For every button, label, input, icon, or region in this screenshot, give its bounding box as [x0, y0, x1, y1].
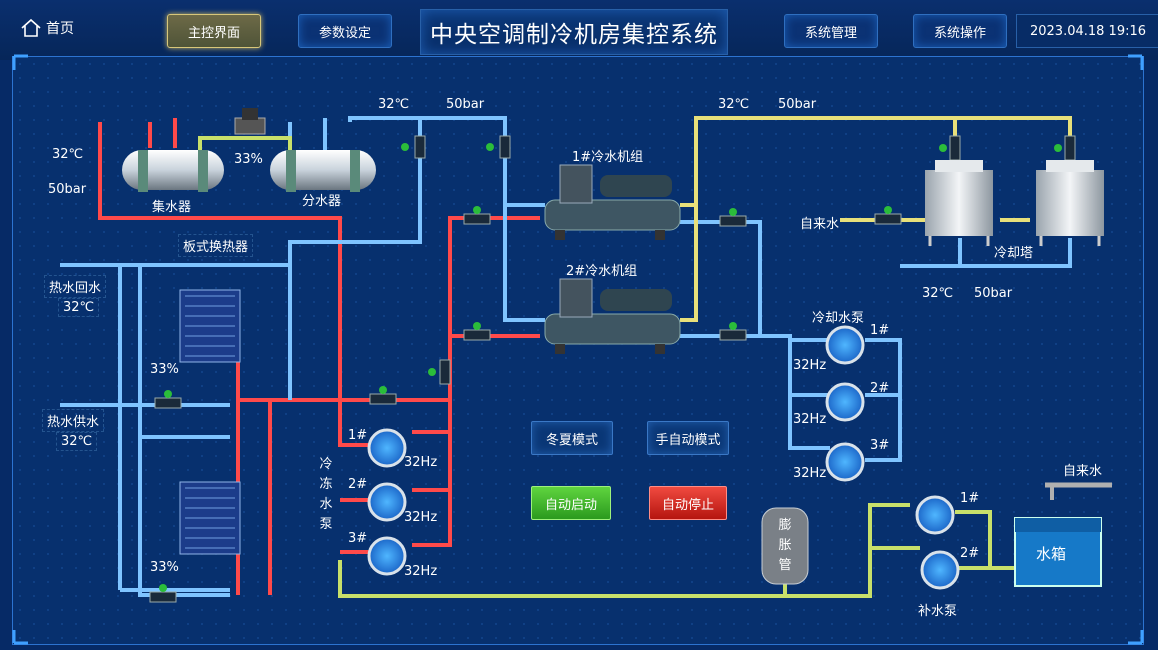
chilled-pump2-num: 2#: [348, 477, 368, 492]
auto-start-button[interactable]: 自动启动: [531, 486, 611, 520]
cooling-pump1-num: 1#: [870, 323, 890, 338]
chilled-pump2-freq: 32Hz: [404, 510, 438, 525]
nav-parameter-settings[interactable]: 参数设定: [298, 14, 392, 48]
cooling-supply-pressure: 50bar: [778, 97, 817, 112]
chilled-supply-temp: 32℃: [378, 97, 410, 112]
cooling-pump2-num: 2#: [870, 381, 890, 396]
valve-group: [149, 108, 1076, 603]
season-mode-button[interactable]: 冬夏模式: [531, 421, 613, 455]
hot-return-temp: 32℃: [58, 298, 100, 317]
cooling-return-pressure: 50bar: [974, 286, 1013, 301]
cooling-pump1-freq: 32Hz: [793, 358, 827, 373]
cooling-pump3-freq: 32Hz: [793, 466, 827, 481]
hx2-valve-pct: 33%: [150, 560, 179, 575]
chilled-supply-pressure: 50bar: [446, 97, 485, 112]
chiller-1-drawing: [544, 164, 681, 240]
home-icon: [21, 18, 41, 37]
nav-system-management[interactable]: 系统管理: [784, 14, 878, 48]
hx1-valve-pct: 33%: [150, 362, 179, 377]
expansion-tank-drawing: [761, 507, 809, 585]
makeup-pump2-num: 2#: [960, 546, 980, 561]
chiller1-label: 1#冷水机组: [572, 150, 644, 165]
collector-tank-drawing: [122, 150, 224, 192]
cooling-return-temp: 32℃: [922, 286, 954, 301]
page-title: 中央空调制冷机房集控系统: [420, 9, 728, 55]
chilled-pump3-num: 3#: [348, 531, 368, 546]
water-tank-label: 水箱: [1036, 545, 1067, 563]
hot-supply-label: 热水供水: [42, 409, 105, 432]
distributor-tank-drawing: [270, 150, 376, 192]
water-tank-drawing: [1014, 482, 1112, 587]
collector-label: 集水器: [152, 200, 192, 215]
expansion-tank-label: 膨 胀 管: [778, 518, 792, 573]
cooling-tower-label: 冷却塔: [994, 246, 1034, 261]
chiller2-label: 2#冷水机组: [566, 264, 638, 279]
plate-heat-exchanger-1: [179, 289, 241, 363]
manual-auto-mode-button[interactable]: 手自动模式: [647, 421, 729, 455]
nav-system-operation[interactable]: 系统操作: [913, 14, 1007, 48]
cooling-tower-1-drawing: [925, 160, 993, 246]
cooling-tower-2-drawing: [1036, 160, 1104, 246]
home-link[interactable]: 首页: [20, 18, 74, 38]
tap-water-tank-label: 自来水: [1063, 464, 1103, 479]
chilled-pump1-num: 1#: [348, 428, 368, 443]
hot-supply-temp: 32℃: [56, 432, 98, 451]
nav-main-control[interactable]: 主控界面: [167, 14, 261, 48]
makeup-pump-label: 补水泵: [918, 604, 958, 619]
plate-heat-exchanger-2: [179, 481, 241, 555]
home-label: 首页: [46, 21, 74, 37]
hot-return-label: 热水回水: [44, 275, 107, 298]
cooling-pump3-num: 3#: [870, 438, 890, 453]
chilled-pump3-freq: 32Hz: [404, 564, 438, 579]
pump-drawings: [367, 325, 960, 590]
auto-stop-button[interactable]: 自动停止: [649, 486, 727, 520]
chilled-pump-label: 冷 冻 水 泵: [319, 457, 333, 532]
distributor-label: 分水器: [302, 194, 342, 209]
datetime-display: 2023.04.18 19:16: [1016, 14, 1158, 48]
bypass-valve-pct: 33%: [234, 152, 263, 167]
cooling-pump-label: 冷却水泵: [812, 311, 865, 326]
collector-temp: 32℃: [52, 147, 84, 162]
collector-pressure: 50bar: [48, 182, 87, 197]
chiller-2-drawing: [544, 278, 681, 354]
chilled-pump1-freq: 32Hz: [404, 455, 438, 470]
tap-water-tower-label: 自来水: [800, 217, 840, 232]
makeup-water-pipes: [198, 136, 1015, 598]
chilled-water-pipes: [60, 116, 1072, 597]
cooling-pump2-freq: 32Hz: [793, 412, 827, 427]
makeup-pump1-num: 1#: [960, 491, 980, 506]
plate-hx-label: 板式换热器: [178, 234, 254, 257]
cooling-supply-temp: 32℃: [718, 97, 750, 112]
top-bar: 首页 主控界面 参数设定 中央空调制冷机房集控系统 系统管理 系统操作 2023…: [0, 0, 1158, 60]
